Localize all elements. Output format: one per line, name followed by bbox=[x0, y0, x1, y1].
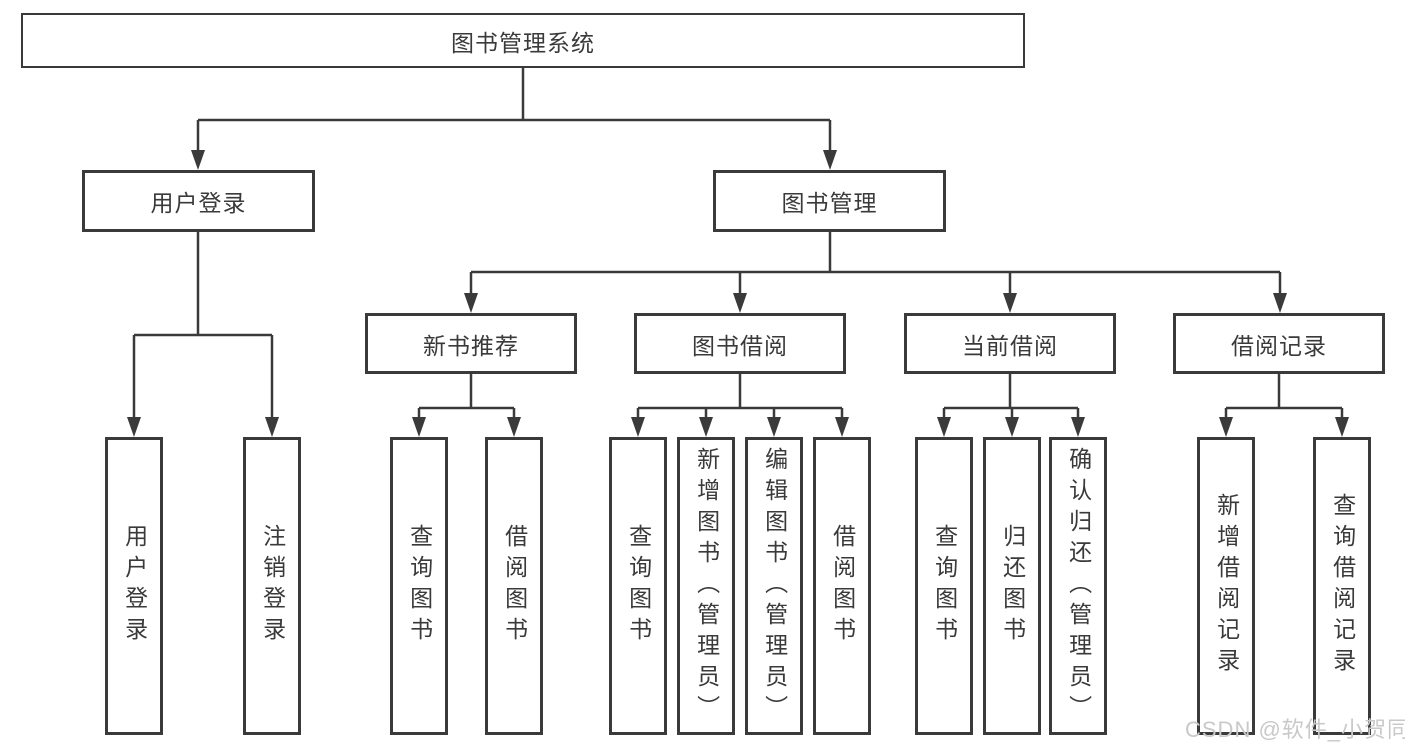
leaf-label: 确认归还（管理员） bbox=[1065, 446, 1092, 726]
leaf-borrow-books-recommend: 借阅图书 bbox=[485, 437, 543, 735]
leaf-query-borrow-record: 查询借阅记录 bbox=[1313, 437, 1371, 735]
node-root: 图书管理系统 bbox=[21, 13, 1025, 68]
leaf-edit-book-admin: 编辑图书（管理员） bbox=[745, 437, 803, 735]
node-user-login: 用户登录 bbox=[82, 170, 315, 232]
leaf-label: 查询借阅记录 bbox=[1329, 493, 1356, 679]
node-current-borrow: 当前借阅 bbox=[904, 313, 1116, 374]
leaf-label: 用户登录 bbox=[121, 524, 148, 648]
leaf-add-borrow-record: 新增借阅记录 bbox=[1197, 437, 1255, 735]
leaf-query-books-recommend: 查询图书 bbox=[390, 437, 448, 735]
leaf-confirm-return-admin: 确认归还（管理员） bbox=[1049, 437, 1107, 735]
node-borrow-records: 借阅记录 bbox=[1173, 313, 1385, 374]
watermark: CSDN @软件_小贺同学 bbox=[1185, 717, 1405, 742]
leaf-label: 新增借阅记录 bbox=[1213, 493, 1240, 679]
leaf-label: 查询图书 bbox=[931, 524, 958, 648]
node-book-management: 图书管理 bbox=[713, 170, 946, 232]
leaf-add-book-admin: 新增图书（管理员） bbox=[677, 437, 735, 735]
leaf-label: 查询图书 bbox=[406, 524, 433, 648]
leaf-borrow-books: 借阅图书 bbox=[813, 437, 871, 735]
leaf-label: 新增图书（管理员） bbox=[693, 446, 720, 726]
leaf-logout: 注销登录 bbox=[243, 437, 301, 735]
leaf-query-books-current: 查询图书 bbox=[915, 437, 973, 735]
leaf-query-books-borrow: 查询图书 bbox=[609, 437, 667, 735]
node-book-borrow: 图书借阅 bbox=[634, 313, 846, 374]
leaf-return-book: 归还图书 bbox=[983, 437, 1041, 735]
leaf-user-login: 用户登录 bbox=[105, 437, 163, 735]
leaf-label: 注销登录 bbox=[259, 524, 286, 648]
leaf-label: 编辑图书（管理员） bbox=[761, 446, 788, 726]
leaf-label: 借阅图书 bbox=[501, 524, 528, 648]
leaf-label: 借阅图书 bbox=[829, 524, 856, 648]
leaf-label: 归还图书 bbox=[999, 524, 1026, 648]
leaf-label: 查询图书 bbox=[625, 524, 652, 648]
node-new-book-recommend: 新书推荐 bbox=[365, 313, 577, 374]
